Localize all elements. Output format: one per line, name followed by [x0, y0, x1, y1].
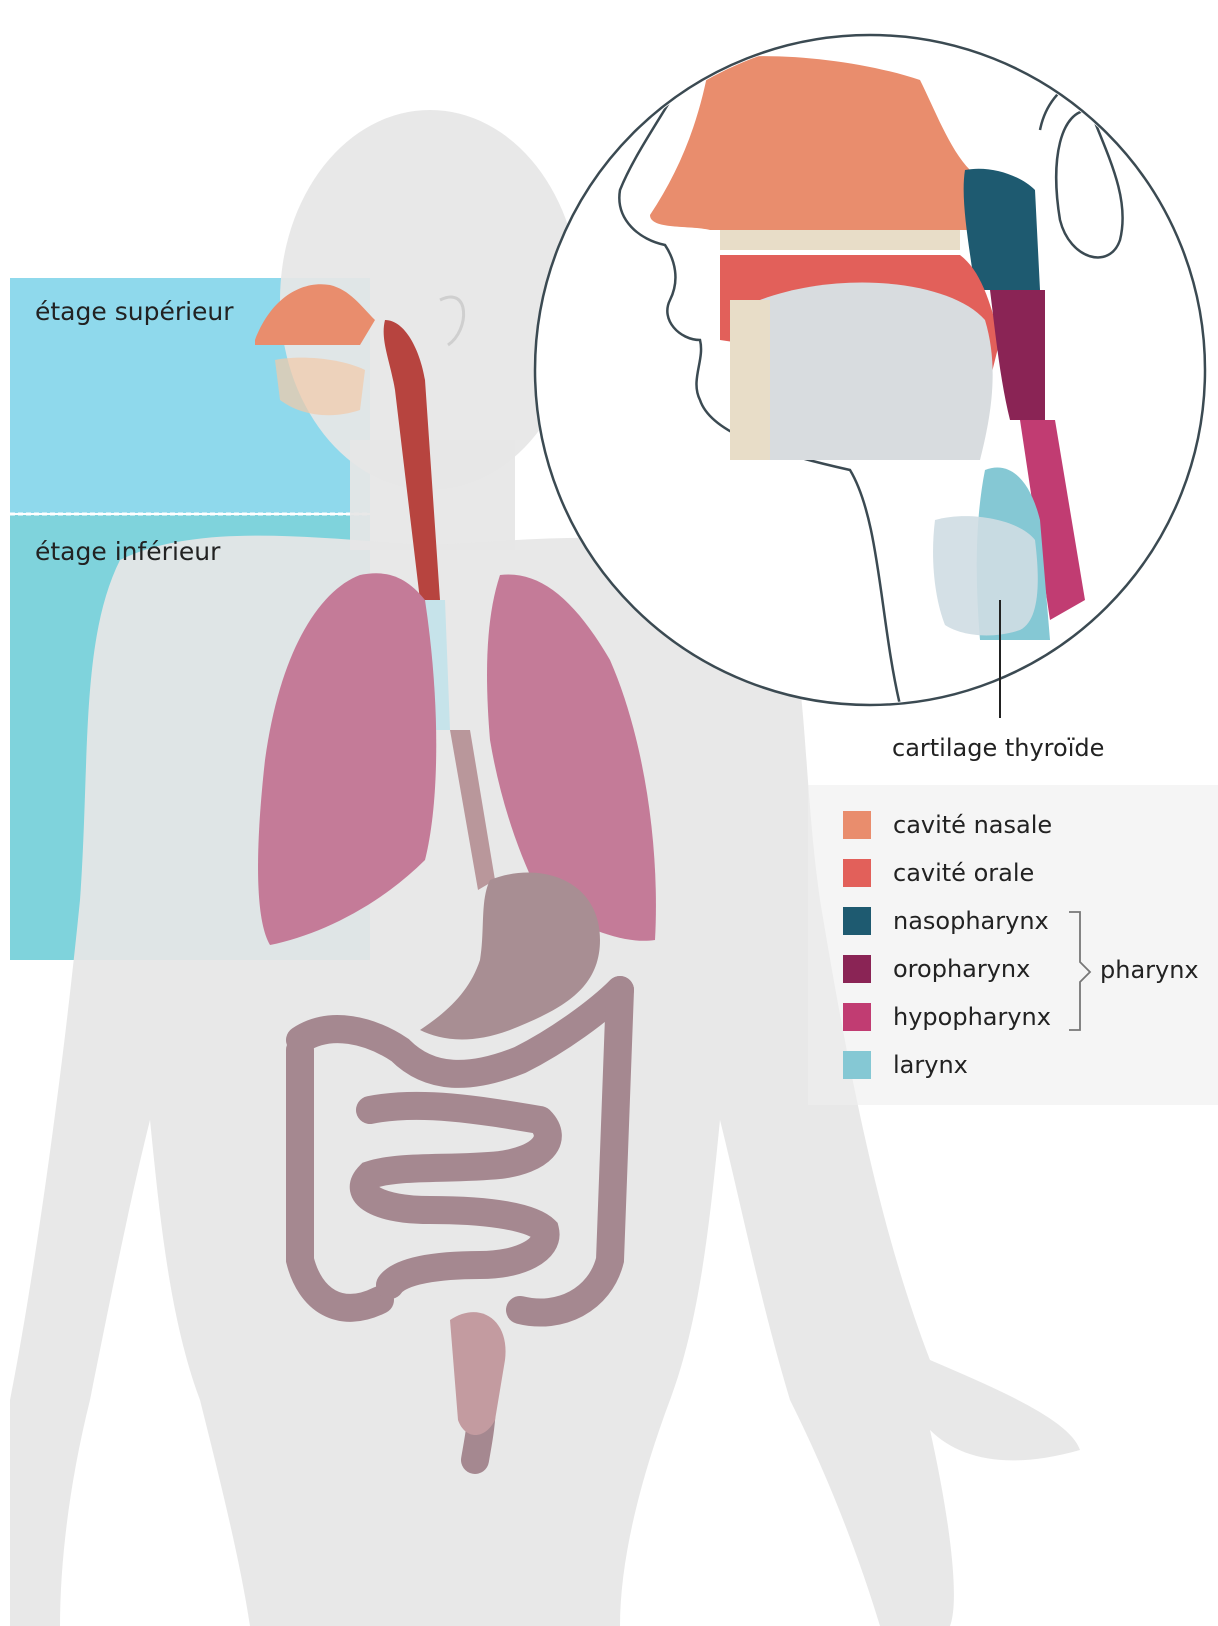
legend-item: larynx	[843, 1050, 968, 1080]
legend-label: cavité nasale	[893, 811, 1052, 839]
legend-label: nasopharynx	[893, 907, 1049, 935]
thyroid-cartilage-detail	[933, 516, 1038, 635]
upper-zone-label: étage supérieur	[35, 297, 234, 326]
legend-item: hypopharynx	[843, 1002, 1051, 1032]
thyroid-cartilage-label: cartilage thyroïde	[892, 734, 1104, 762]
pharynx-group-label: pharynx	[1100, 956, 1199, 984]
legend-label: larynx	[893, 1051, 968, 1079]
tongue-detail	[751, 283, 993, 460]
legend-label: oropharynx	[893, 955, 1030, 983]
lower-zone-label: étage inférieur	[35, 537, 220, 566]
legend-item: cavité orale	[843, 858, 1034, 888]
legend-swatch-larynx	[843, 1051, 871, 1079]
legend-item: oropharynx	[843, 954, 1030, 984]
legend-swatch-nasopharynx	[843, 907, 871, 935]
legend-swatch-nasal-cavity	[843, 811, 871, 839]
legend-swatch-hypopharynx	[843, 1003, 871, 1031]
jaw-detail	[730, 300, 770, 460]
legend-label: cavité orale	[893, 859, 1034, 887]
legend-item: cavité nasale	[843, 810, 1052, 840]
legend-swatch-oral-cavity	[843, 859, 871, 887]
palate-detail	[720, 230, 960, 250]
legend-item: nasopharynx	[843, 906, 1049, 936]
legend-swatch-oropharynx	[843, 955, 871, 983]
legend-label: hypopharynx	[893, 1003, 1051, 1031]
